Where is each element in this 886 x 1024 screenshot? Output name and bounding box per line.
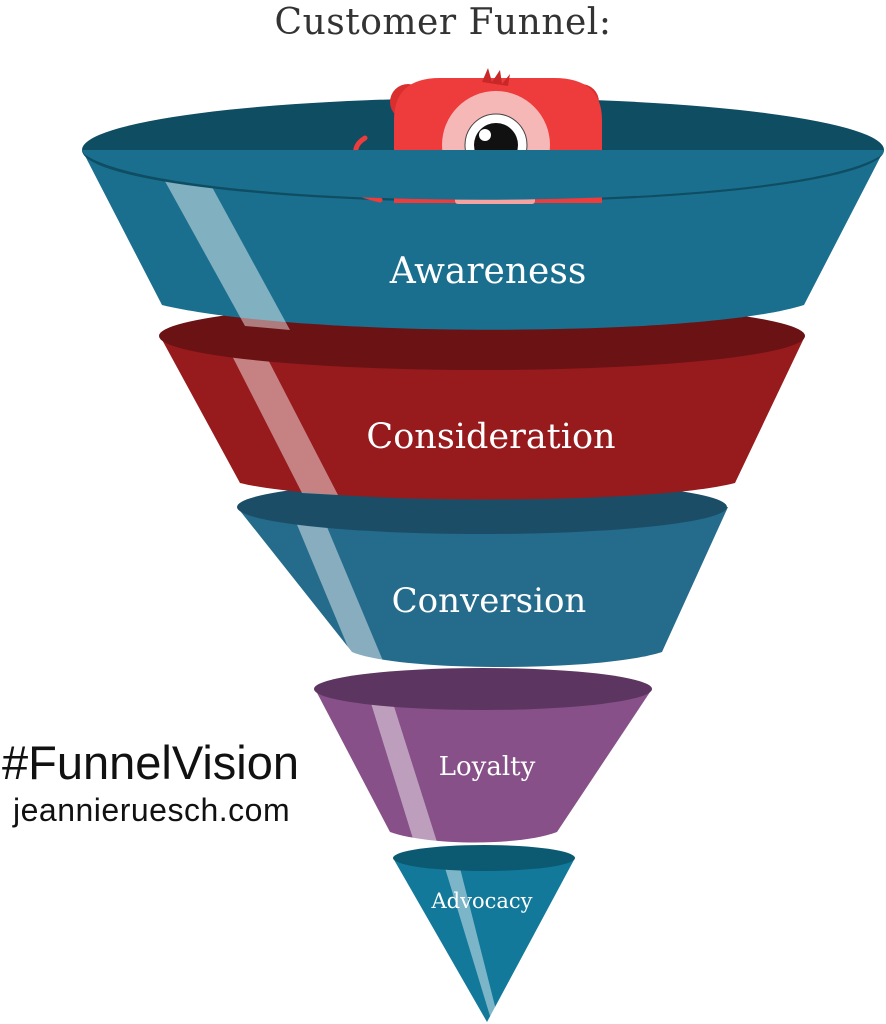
stage-label: Awareness: [389, 251, 587, 292]
stage-highlight: [156, 165, 290, 330]
stage-highlight: [226, 344, 338, 495]
stage-highlight: [293, 515, 386, 668]
funnel-stage-loyalty: Loyalty: [314, 668, 652, 843]
stage-body: [315, 689, 652, 843]
stage-highlight: [445, 868, 496, 1016]
stage-label: Consideration: [366, 417, 615, 457]
funnel-stage-advocacy: Advocacy: [393, 845, 575, 1022]
page-title: Customer Funnel:: [274, 2, 612, 43]
stage-body: [393, 858, 575, 1022]
funnel-stage-conversion: Conversion: [237, 480, 728, 668]
funnel-stage-awareness: Awareness: [82, 68, 884, 330]
stage-label: Loyalty: [439, 752, 536, 782]
stage-rim: [393, 845, 575, 871]
stage-highlight: [370, 700, 437, 842]
stage-front-wall: [82, 150, 884, 200]
funnel-stage-consideration: Consideration: [159, 302, 805, 500]
stage-label: Advocacy: [430, 889, 532, 913]
stage-body: [237, 507, 728, 667]
hashtag-text: #FunnelVision: [2, 736, 300, 789]
stage-rim: [314, 668, 652, 710]
stage-body: [160, 336, 805, 500]
stage-label: Conversion: [392, 581, 587, 621]
website-link[interactable]: jeannieruesch.com: [13, 792, 291, 828]
